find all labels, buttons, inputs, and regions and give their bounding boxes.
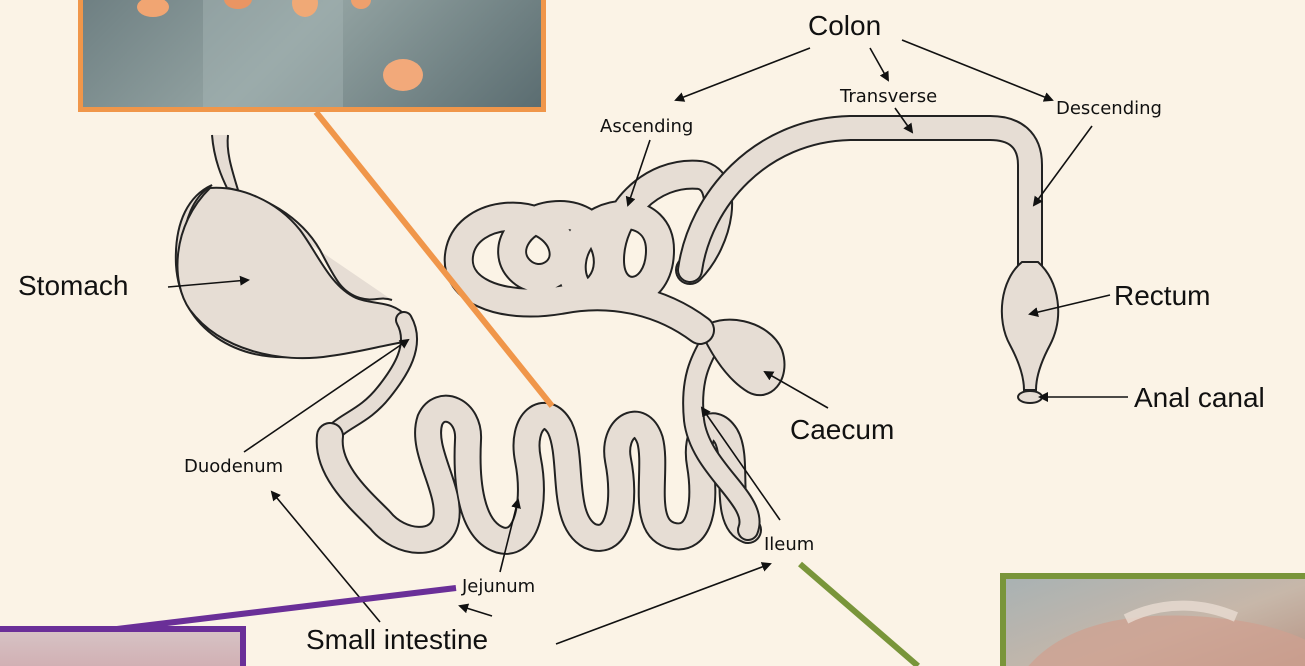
label-rectum: Rectum [1114, 282, 1210, 310]
label-transverse: Transverse [840, 88, 937, 106]
label-duodenum: Duodenum [184, 458, 283, 476]
tissue-samples-image [83, 0, 546, 112]
intestine-tissue-image [1006, 579, 1305, 666]
label-ileum: Ileum [764, 536, 814, 554]
anal-canal-shape [1018, 391, 1042, 403]
label-caecum: Caecum [790, 416, 894, 444]
tissue-photo-left [0, 626, 246, 666]
label-small-intestine: Small intestine [306, 626, 488, 654]
tissue-photo-right [1000, 573, 1305, 666]
label-stomach: Stomach [18, 272, 129, 300]
label-jejunum: Jejunum [462, 578, 535, 596]
label-anal-canal: Anal canal [1134, 384, 1265, 412]
label-colon: Colon [808, 12, 881, 40]
tissue-photo-top [78, 0, 546, 112]
label-descending: Descending [1056, 100, 1162, 118]
label-ascending: Ascending [600, 118, 693, 136]
